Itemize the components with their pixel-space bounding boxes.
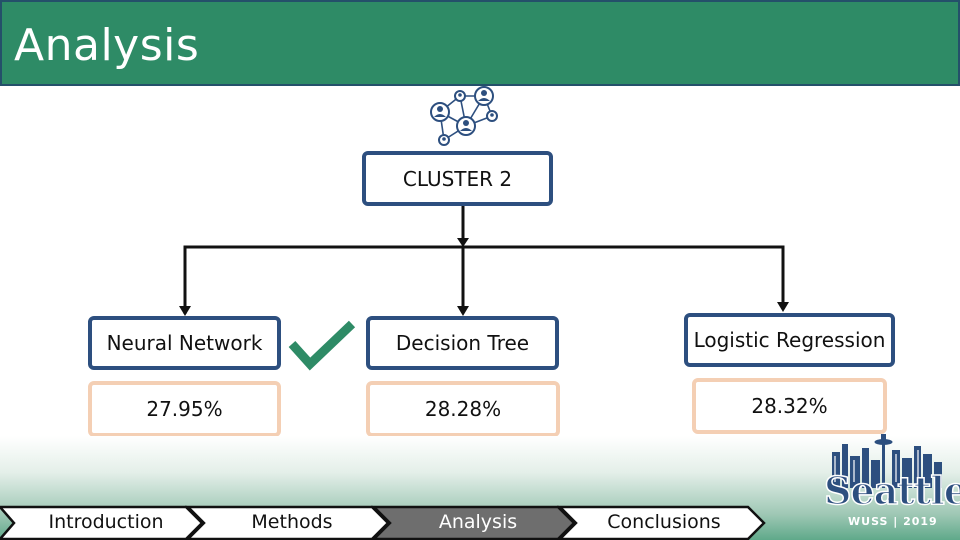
result-box-decision-tree: 28.28% <box>366 381 560 437</box>
nav-chevron-introduction[interactable] <box>0 505 204 540</box>
nav-chevron-methods[interactable] <box>184 505 390 540</box>
page-title: Analysis <box>14 20 200 71</box>
checkmark-icon <box>288 320 356 371</box>
model-name: Neural Network <box>106 331 263 355</box>
network-people-icon <box>430 86 498 146</box>
model-box-logistic-regression: Logistic Regression <box>684 313 895 367</box>
nav-chevron-analysis[interactable] <box>370 505 576 540</box>
model-box-decision-tree: Decision Tree <box>366 316 559 370</box>
slide-header: Analysis <box>0 0 960 86</box>
model-name: Decision Tree <box>395 331 530 355</box>
result-value: 27.95% <box>146 397 223 421</box>
result-box-logistic-regression: 28.32% <box>692 378 887 434</box>
seattle-skyline-logo <box>832 434 942 488</box>
cluster-box: CLUSTER 2 <box>362 151 553 206</box>
result-value: 28.32% <box>751 394 828 418</box>
model-box-neural-network: Neural Network <box>88 316 281 370</box>
nav-item-analysis[interactable]: Analysis <box>438 511 518 533</box>
model-name: Logistic Regression <box>693 328 886 352</box>
result-value: 28.28% <box>424 397 502 421</box>
logo-subtitle: WUSS | 2019 <box>848 515 938 528</box>
nav-item-conclusions[interactable]: Conclusions <box>607 511 721 533</box>
result-box-neural-network: 27.95% <box>88 381 281 437</box>
cluster-label: CLUSTER 2 <box>402 166 513 191</box>
nav-item-introduction[interactable]: Introduction <box>48 511 164 533</box>
section-nav: Introduction Methods Analysis Conclusion… <box>0 505 780 540</box>
nav-chevrons <box>0 505 766 540</box>
logo-wordmark: Seattle <box>823 467 960 514</box>
nav-item-methods[interactable]: Methods <box>251 511 333 533</box>
nav-chevron-conclusions[interactable] <box>556 505 766 540</box>
